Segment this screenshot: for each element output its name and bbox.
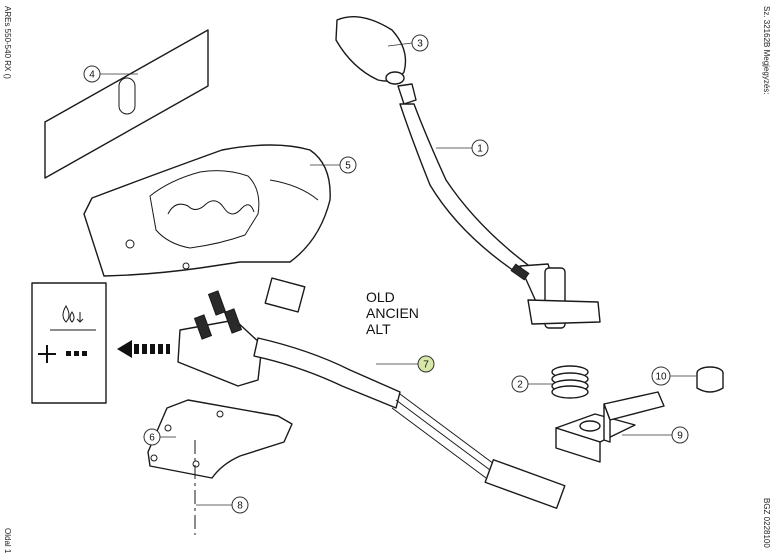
part-2-spring bbox=[551, 365, 589, 399]
part-9-bracket bbox=[555, 391, 665, 463]
svg-text:10: 10 bbox=[655, 372, 667, 383]
callout-10: 10 bbox=[651, 366, 671, 386]
svg-text:1: 1 bbox=[477, 144, 483, 155]
part-4-gasket bbox=[44, 29, 209, 179]
svg-text:8: 8 bbox=[237, 501, 243, 512]
callout-4: 4 bbox=[83, 65, 101, 83]
callout-2: 2 bbox=[511, 375, 529, 393]
dashed-arrow-left-icon bbox=[117, 340, 170, 358]
version-label-old: OLD bbox=[366, 289, 395, 305]
dots-icon bbox=[66, 351, 87, 356]
version-label-alt: ALT bbox=[366, 321, 391, 337]
plus-icon bbox=[38, 345, 56, 363]
callout-5: 5 bbox=[339, 156, 357, 174]
callout-9: 9 bbox=[671, 426, 689, 444]
svg-text:6: 6 bbox=[149, 433, 155, 444]
lubrication-info-box bbox=[31, 282, 107, 404]
svg-text:3: 3 bbox=[417, 39, 423, 50]
svg-text:2: 2 bbox=[517, 380, 523, 391]
callout-6: 6 bbox=[143, 428, 161, 446]
callout-8: 8 bbox=[231, 496, 249, 514]
callout-3: 3 bbox=[411, 34, 429, 52]
svg-text:5: 5 bbox=[345, 161, 351, 172]
callout-7: 7 bbox=[417, 355, 435, 373]
lubricant-drop-icon bbox=[62, 305, 84, 323]
part-3-boot bbox=[335, 16, 407, 85]
part-6-plate bbox=[147, 399, 293, 479]
part-10-cap bbox=[696, 366, 724, 393]
part-7-switch-assembly bbox=[177, 277, 566, 509]
part-1-cable bbox=[397, 83, 601, 329]
svg-text:9: 9 bbox=[677, 431, 683, 442]
callout-1: 1 bbox=[471, 139, 489, 157]
part-5-housing bbox=[83, 144, 331, 277]
svg-text:4: 4 bbox=[89, 70, 95, 81]
svg-text:7: 7 bbox=[423, 360, 429, 371]
version-label-ancien: ANCIEN bbox=[366, 305, 419, 321]
